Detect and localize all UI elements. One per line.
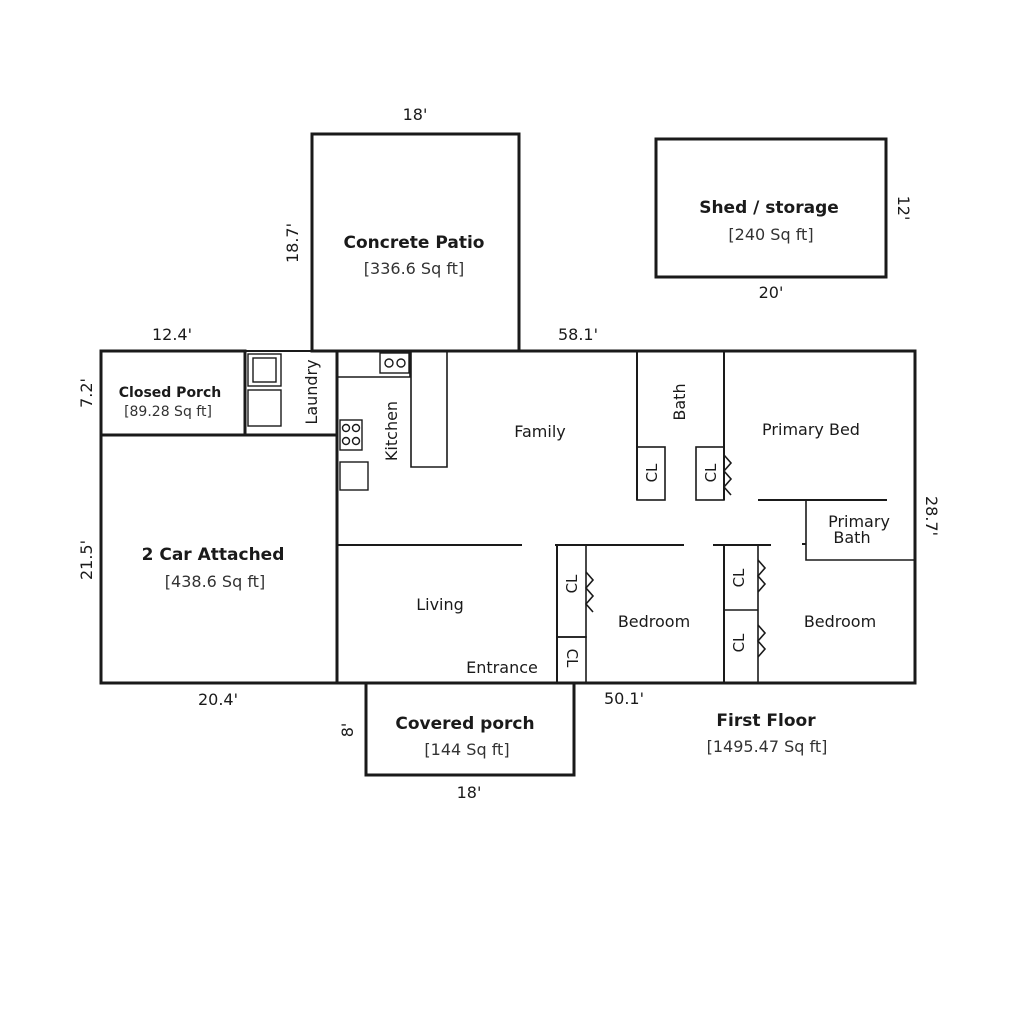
covered-porch-depth-label: 8' <box>338 723 357 738</box>
dryer-fixture <box>247 389 282 427</box>
covered-porch-name: Covered porch <box>395 714 534 734</box>
bedroom-2-closet <box>723 544 759 684</box>
stove-fixture <box>339 419 363 451</box>
kitchen-counter-top <box>337 351 411 378</box>
closed-porch-area: [89.28 Sq ft] <box>124 404 212 420</box>
closet-label: CL <box>643 463 661 482</box>
patio-depth-label: 18.7' <box>283 223 302 263</box>
stove-burner <box>351 423 361 433</box>
floor-area: [1495.47 Sq ft] <box>707 737 828 756</box>
stove-burner <box>341 423 351 433</box>
closet-label: CL <box>563 649 581 668</box>
closed-porch-depth-label: 7.2' <box>77 378 96 408</box>
garage-outline <box>99 433 339 685</box>
stove-burner <box>341 436 351 446</box>
covered-porch-area: [144 Sq ft] <box>424 740 509 759</box>
entrance-label: Entrance <box>466 658 538 677</box>
sink-basin-left <box>384 358 394 368</box>
family-closet <box>636 446 666 501</box>
kitchen-sink <box>379 352 410 374</box>
shed-name: Shed / storage <box>699 198 839 218</box>
shed-area: [240 Sq ft] <box>728 225 813 244</box>
house-right-depth-label: 28.7' <box>922 496 941 536</box>
refrigerator-fixture <box>339 461 369 491</box>
patio-area: [336.6 Sq ft] <box>364 259 464 278</box>
closet-door-swing <box>756 624 767 658</box>
patio-name: Concrete Patio <box>344 233 485 253</box>
closet-door-swing <box>584 571 595 613</box>
primary-bath-walls <box>805 500 915 561</box>
kitchen-label: Kitchen <box>382 401 401 461</box>
laundry-label: Laundry <box>302 359 321 424</box>
kitchen-peninsula <box>410 351 448 468</box>
covered-porch-width-label: 18' <box>457 783 482 802</box>
bedroom-2-label: Bedroom <box>804 612 876 631</box>
house-bottom-width-label: 50.1' <box>604 689 644 708</box>
closet-door-swing <box>722 454 733 496</box>
bath-label: Bath <box>670 383 689 420</box>
shed-width-label: 20' <box>759 283 784 302</box>
washer-lid <box>252 357 277 383</box>
floor-name: First Floor <box>716 711 816 731</box>
sink-basin-right <box>396 358 406 368</box>
primary-bath-label-line1: Primary <box>828 512 890 531</box>
garage-name: 2 Car Attached <box>142 545 285 565</box>
house-top-width-label: 58.1' <box>558 325 598 344</box>
closed-porch-width-label: 12.4' <box>152 325 192 344</box>
closet-label: CL <box>563 574 581 593</box>
primary-closet <box>695 446 725 501</box>
garage-area: [438.6 Sq ft] <box>165 572 265 591</box>
shed-outline <box>654 137 888 279</box>
family-label: Family <box>514 422 565 441</box>
garage-width-label: 20.4' <box>198 690 238 709</box>
patio-width-label: 18' <box>403 105 428 124</box>
garage-depth-label: 21.5' <box>77 540 96 580</box>
closed-porch-name: Closed Porch <box>119 385 221 401</box>
primary-bed-label: Primary Bed <box>762 420 860 439</box>
living-label: Living <box>416 595 464 614</box>
entrance-closet <box>556 636 587 684</box>
primary-bath-label-line2: Bath <box>833 528 870 547</box>
bedroom-1-label: Bedroom <box>618 612 690 631</box>
stove-burner <box>351 436 361 446</box>
closet-label: CL <box>730 633 748 652</box>
closet-label: CL <box>702 463 720 482</box>
covered-porch-outline <box>364 681 576 777</box>
closet-door-swing <box>756 559 767 593</box>
closet-label: CL <box>730 568 748 587</box>
shed-depth-label: 12' <box>894 196 913 221</box>
